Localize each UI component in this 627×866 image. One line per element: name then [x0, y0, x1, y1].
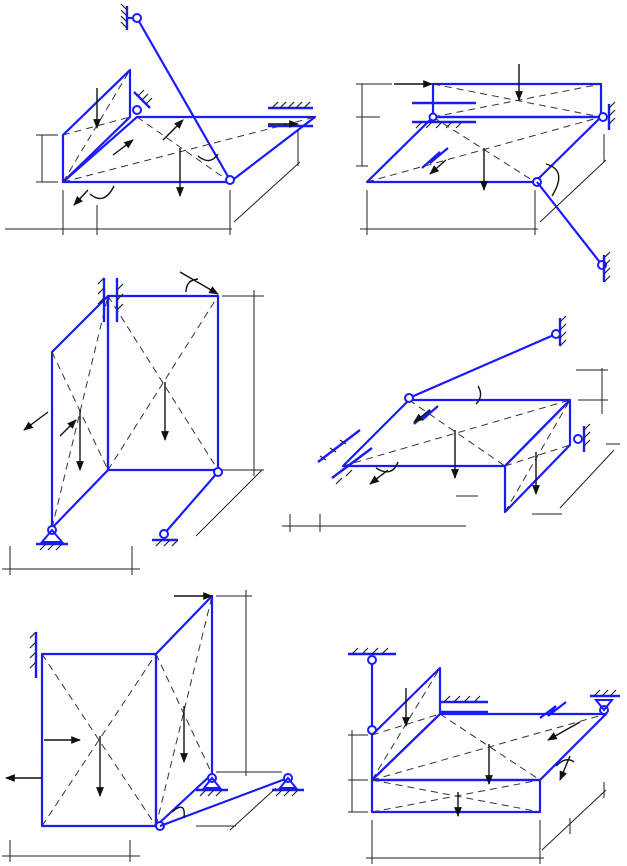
bent-rod-icon [421, 147, 449, 169]
hidden-line [51, 295, 109, 529]
pin-support-icon [272, 776, 304, 797]
dimension-lines [2, 290, 264, 575]
panel-6 [348, 647, 620, 864]
hidden-line [41, 653, 157, 827]
bent-rod-icon [413, 405, 439, 425]
hidden-line [504, 399, 571, 513]
hinge-icon [367, 655, 377, 665]
pin-support-icon [582, 423, 591, 452]
hinge-icon [132, 13, 142, 23]
hidden-line [41, 653, 157, 827]
side-plate [50, 294, 110, 530]
force-arrow-icon [547, 721, 581, 741]
hinge-icon [404, 393, 414, 403]
fixed-support-icon [120, 3, 129, 30]
rod [408, 332, 557, 400]
hidden-line [107, 295, 219, 471]
pin-support-icon [36, 528, 68, 551]
rod [163, 471, 219, 535]
hinge-icon [213, 467, 223, 477]
fixed-support-icon [558, 315, 567, 347]
hidden-line [342, 399, 571, 467]
hinge-icon [132, 105, 142, 115]
hidden-line [371, 779, 541, 813]
hidden-line [62, 116, 316, 183]
vertical-plate [503, 398, 572, 514]
hidden-line [136, 116, 231, 183]
force-arrow-icon [429, 159, 447, 175]
fixed-support-icon [133, 89, 153, 109]
hinge-icon [598, 112, 608, 122]
force-arrow-icon [59, 419, 77, 437]
dimension-lines [2, 590, 282, 862]
hinge-icon [159, 529, 169, 539]
force-arrow-icon [73, 189, 89, 206]
pin-support-icon [590, 689, 620, 712]
fixed-support-icon [412, 101, 476, 129]
hidden-line [439, 713, 541, 781]
rod [136, 17, 231, 181]
angle-arc [185, 278, 199, 293]
force-arrow-icon [179, 271, 219, 295]
angle-arc [197, 153, 219, 162]
dimension-lines [282, 368, 620, 532]
force-arrow-icon [413, 409, 431, 423]
hidden-line [155, 595, 213, 827]
panel-4 [282, 315, 620, 532]
bent-rod-icon [539, 701, 567, 719]
angle-arc [475, 385, 482, 405]
hinge-icon [428, 112, 438, 122]
angle-arc [555, 759, 575, 767]
panel-2 [356, 64, 616, 283]
fixed-support-icon [348, 647, 396, 656]
dimension-lines [356, 83, 607, 235]
angle-arc [89, 185, 115, 200]
vertical-plate [61, 68, 132, 184]
fixed-support-icon [602, 251, 611, 283]
fixed-support-icon [440, 695, 488, 714]
pin-support-icon [152, 538, 179, 547]
rod [159, 776, 289, 828]
rod [536, 181, 603, 266]
angle-arc [545, 163, 560, 197]
force-arrow-icon [162, 119, 184, 141]
hinge-icon [573, 434, 583, 444]
angle-arc [171, 806, 185, 819]
horizontal-plate [61, 115, 317, 184]
panel-3 [2, 271, 264, 575]
pin-support-icon [196, 776, 228, 797]
fixed-support-icon [317, 429, 373, 485]
force-arrow-icon [23, 411, 49, 431]
panel-5 [2, 590, 304, 862]
pin-support-icon [607, 101, 616, 130]
hidden-line [408, 399, 506, 467]
panel-1 [5, 3, 317, 235]
force-arrow-icon [112, 139, 134, 156]
angle-arc [375, 461, 399, 473]
fixed-support-icon [29, 631, 38, 678]
fixed-support-icon [97, 277, 124, 322]
dimension-lines [5, 130, 301, 235]
hinge-icon [225, 175, 235, 185]
dimension-lines [348, 730, 607, 864]
